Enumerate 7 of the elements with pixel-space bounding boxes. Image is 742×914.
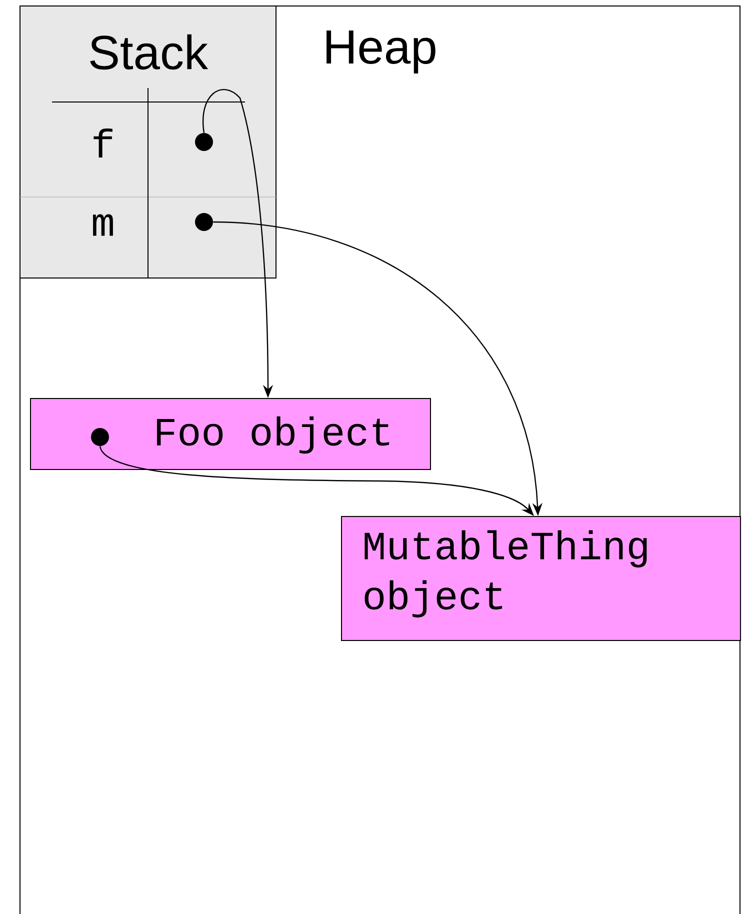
- variable-name: f: [94, 128, 112, 158]
- object-box: MutableThing object: [341, 516, 741, 641]
- pointer-dot: [195, 213, 213, 231]
- pointer-dot: [91, 428, 109, 446]
- variable-name: m: [92, 214, 113, 236]
- pointer-dot: [195, 133, 213, 151]
- object-box: Foo object: [30, 398, 431, 470]
